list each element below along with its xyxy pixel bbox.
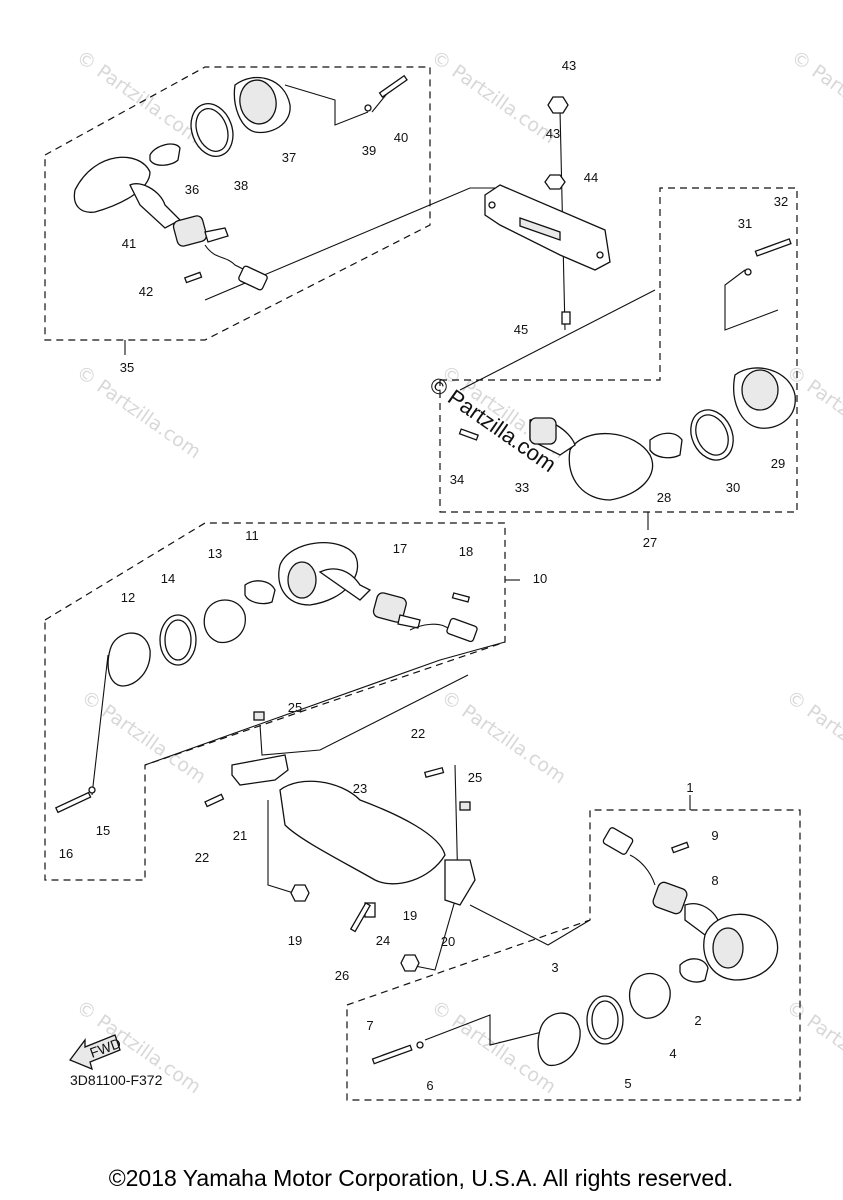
callout-21: 21: [233, 828, 247, 843]
callout-43: 43: [546, 126, 560, 141]
callout-12: 12: [121, 590, 135, 605]
callout-27: 27: [643, 535, 657, 550]
callout-3: 3: [551, 960, 558, 975]
callout-4: 4: [669, 1046, 676, 1061]
turn-signal-assembly-right-rear: [458, 238, 796, 501]
callout-7: 7: [366, 1018, 373, 1033]
callout-10: 10: [533, 571, 547, 586]
callout-44: 44: [584, 170, 598, 185]
callout-36: 36: [185, 182, 199, 197]
callout-11: 11: [245, 528, 259, 543]
callout-43: 43: [562, 58, 576, 73]
callout-28: 28: [657, 490, 671, 505]
turn-signal-assembly-left-front: [54, 542, 478, 814]
turn-signal-assembly-right-front: [371, 827, 779, 1067]
callout-23: 23: [353, 781, 367, 796]
callout-29: 29: [771, 456, 785, 471]
callout-25: 25: [288, 700, 302, 715]
watermark-text: © Partzilla.com: [72, 46, 205, 148]
callout-38: 38: [234, 178, 248, 193]
callout-32: 32: [774, 194, 788, 209]
turn-signal-assembly-left-rear: [73, 74, 408, 291]
callout-30: 30: [726, 480, 740, 495]
callout-34: 34: [450, 472, 464, 487]
callout-17: 17: [393, 541, 407, 556]
callout-2: 2: [694, 1013, 701, 1028]
callout-33: 33: [515, 480, 529, 495]
callout-13: 13: [208, 546, 222, 561]
callout-22: 22: [411, 726, 425, 741]
callout-31: 31: [738, 216, 752, 231]
callout-45: 45: [514, 322, 528, 337]
copyright-notice: ©2018 Yamaha Motor Corporation, U.S.A. A…: [109, 1165, 734, 1191]
callout-19: 19: [403, 908, 417, 923]
callout-15: 15: [96, 823, 110, 838]
watermark-text: © Partzilla.com: [437, 686, 570, 788]
callout-20: 20: [441, 934, 455, 949]
mounting-bracket: [484, 96, 611, 325]
callout-16: 16: [59, 846, 73, 861]
callout-41: 41: [122, 236, 136, 251]
callout-37: 37: [282, 150, 296, 165]
callout-24: 24: [376, 933, 390, 948]
diagram-code: 3D81100-F372: [70, 1072, 163, 1088]
callout-9: 9: [711, 828, 718, 843]
callout-39: 39: [362, 143, 376, 158]
callout-25: 25: [468, 770, 482, 785]
callout-6: 6: [426, 1078, 433, 1093]
watermark-text: © Partzilla.com: [787, 46, 843, 148]
watermark-text: © Partzilla.com: [782, 996, 843, 1098]
callout-22: 22: [195, 850, 209, 865]
center-bracket-cover: [204, 711, 476, 972]
watermark-text: © Partzilla.com: [427, 46, 560, 148]
fwd-arrow: FWD: [68, 1034, 123, 1071]
callout-8: 8: [711, 873, 718, 888]
callout-35: 35: [120, 360, 134, 375]
callout-14: 14: [161, 571, 175, 586]
watermark-text: © Partzilla.com: [782, 686, 843, 788]
leader-lines: [91, 84, 779, 1046]
watermark-text: © Partzilla.com: [72, 361, 205, 463]
callout-42: 42: [139, 284, 153, 299]
callout-5: 5: [624, 1076, 631, 1091]
callout-1: 1: [686, 780, 693, 795]
callout-18: 18: [459, 544, 473, 559]
callout-26: 26: [335, 968, 349, 983]
callout-19: 19: [288, 933, 302, 948]
watermark-text: © Partzilla.com: [77, 686, 210, 788]
fwd-label: FWD: [88, 1035, 123, 1061]
callout-40: 40: [394, 130, 408, 145]
